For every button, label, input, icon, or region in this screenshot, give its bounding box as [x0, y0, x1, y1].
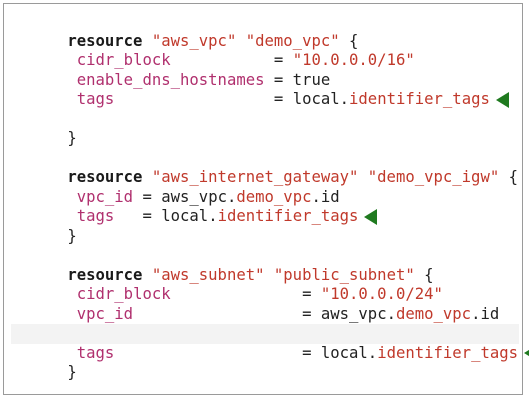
attr-key: vpc_id — [76, 187, 134, 206]
attr-value: "10.0.0.0/16" — [292, 51, 415, 69]
attr-key: tags — [76, 207, 115, 225]
equals: = — [142, 187, 162, 206]
attr-key: cidr_block — [76, 285, 171, 303]
attr-key: cidr_block — [76, 51, 171, 69]
brace-close: } — [67, 363, 77, 381]
attr-value-prefix: local. — [292, 90, 350, 108]
attr-value-tail: .id — [471, 304, 500, 323]
attr-key: tags — [76, 343, 115, 362]
brace-open: { — [349, 31, 359, 50]
brace-close: } — [67, 129, 77, 147]
equals: = — [273, 70, 293, 89]
equals: = — [302, 343, 321, 362]
code-line: tags = local.identifier_tags — [11, 71, 519, 108]
brace-open: { — [508, 168, 518, 186]
code-line: resource "aws_subnet" "public_subnet" { — [11, 246, 519, 284]
code-line: cidr_block = "10.0.0.0/24" — [11, 266, 519, 303]
attr-value-prefix: aws_vpc. — [161, 187, 237, 206]
attr-value-ref: demo_vpc — [236, 187, 312, 206]
code-line: cidr_block = "10.0.0.0/16" — [11, 32, 519, 69]
resource-type: "aws_subnet" — [151, 265, 265, 284]
attr-key: tags — [76, 90, 115, 108]
keyword-resource: resource — [67, 31, 143, 50]
code-line-empty — [11, 90, 519, 110]
brace-open: { — [424, 265, 434, 284]
resource-name: "demo_vpc" — [245, 31, 340, 50]
code-area[interactable]: resource "aws_vpc" "demo_vpc" { cidr_blo… — [11, 12, 529, 381]
code-line: resource "aws_vpc" "demo_vpc" { — [11, 12, 519, 50]
attr-value-ref: identifier_tags — [377, 343, 519, 362]
attr-value: true — [292, 70, 331, 89]
attr-value-ref: identifier_tags — [349, 90, 490, 108]
attr-value-prefix: aws_vpc. — [320, 304, 396, 323]
code-line-empty — [11, 227, 519, 247]
code-line: tags = local.identifier_tags — [11, 188, 519, 225]
attr-value-prefix: local. — [161, 207, 218, 225]
equals: = — [302, 304, 321, 323]
resource-type: "aws_vpc" — [151, 31, 237, 50]
attr-value-tail: .id — [311, 187, 340, 206]
code-line-empty — [11, 129, 519, 149]
resource-type: "aws_internet_gateway" — [151, 168, 359, 186]
code-line: } — [11, 110, 519, 147]
code-line: enable_dns_hostnames = true — [11, 51, 519, 89]
code-line: vpc_id = aws_vpc.demo_vpc.id — [11, 285, 519, 323]
brace-close: } — [67, 226, 77, 245]
attr-value-prefix: local. — [320, 343, 378, 362]
green-triangle-pointer-icon — [495, 91, 509, 108]
resource-name: "public_subnet" — [273, 265, 415, 284]
code-line-current[interactable]: tags = local.identifier_tags — [11, 324, 529, 362]
code-line: } — [11, 207, 519, 245]
equals: = — [273, 51, 293, 69]
keyword-resource: resource — [67, 265, 143, 284]
green-triangle-pointer-icon — [524, 349, 529, 357]
attr-value-ref: demo_vpc — [395, 304, 472, 323]
equals: = — [142, 207, 162, 225]
resource-name: "demo_vpc_igw" — [367, 168, 500, 186]
attr-key: enable_dns_hostnames — [76, 70, 265, 89]
equals: = — [273, 90, 293, 108]
attr-key: vpc_id — [76, 304, 134, 323]
equals: = — [302, 285, 321, 303]
keyword-resource: resource — [67, 168, 143, 186]
code-line: vpc_id = aws_vpc.demo_vpc.id — [11, 168, 519, 206]
green-triangle-pointer-icon — [364, 208, 378, 225]
code-editor-frame: resource "aws_vpc" "demo_vpc" { cidr_blo… — [3, 3, 529, 395]
code-line: } — [11, 344, 519, 381]
attr-value: "10.0.0.0/24" — [320, 285, 443, 303]
attr-value-ref: identifier_tags — [217, 207, 359, 225]
code-line: map_public_ip_on_launch = true — [11, 305, 519, 342]
code-line: resource "aws_internet_gateway" "demo_vp… — [11, 149, 519, 186]
